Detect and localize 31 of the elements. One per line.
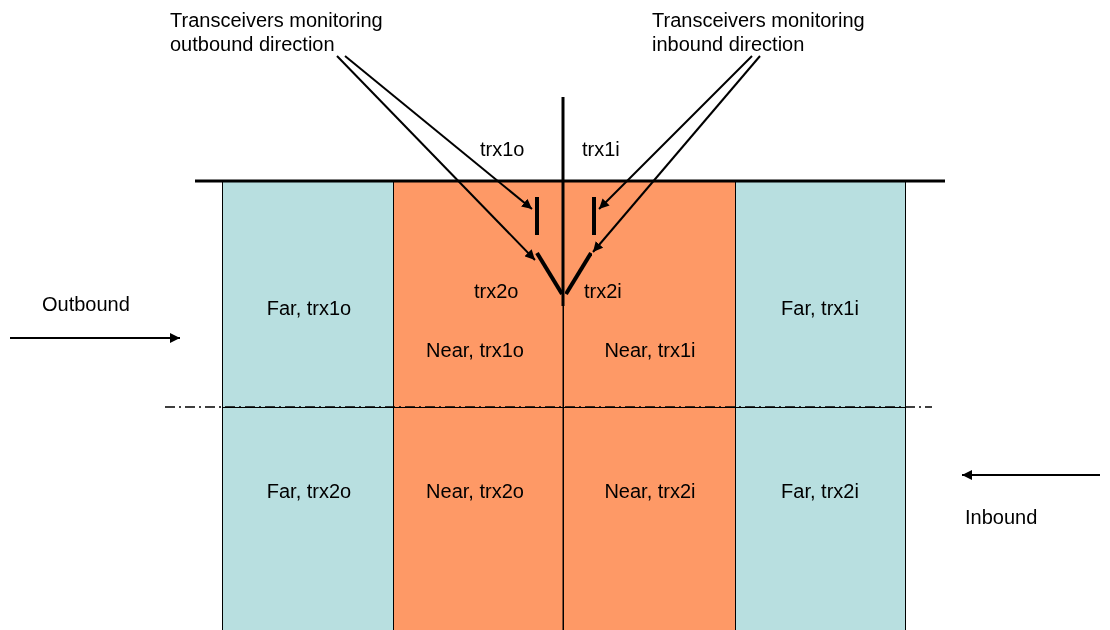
region-panel — [735, 407, 906, 630]
region-label: Far, trx1i — [781, 297, 859, 320]
callout-text: Transceivers monitoring inbound direction — [652, 8, 882, 56]
region-panel — [563, 407, 736, 630]
region-label: Far, trx2o — [266, 480, 352, 503]
leader-arrow — [598, 55, 753, 210]
transceiver-bar — [535, 197, 539, 235]
region-label: Near, trx2o — [426, 480, 524, 503]
transceiver-bar — [592, 197, 596, 235]
region-label: Far, trx2i — [781, 480, 859, 503]
region-panel — [393, 181, 564, 408]
direction-label: Outbound — [42, 293, 130, 316]
region-panel — [563, 181, 736, 408]
transceiver-label: trx2o — [474, 280, 519, 303]
region-label: Near, trx1o — [426, 339, 524, 362]
direction-label: Inbound — [965, 506, 1038, 529]
transceiver-label: trx2i — [584, 280, 622, 303]
leader-arrow — [344, 55, 533, 210]
transceiver-branch — [535, 250, 563, 296]
region-label: Far, trx1o — [266, 297, 352, 320]
region-panel — [735, 181, 906, 408]
region-panel — [393, 407, 564, 630]
region-panel — [222, 181, 394, 408]
region-label: Near, trx2i — [604, 480, 696, 503]
transceiver-label: trx1i — [582, 138, 620, 161]
transceiver-label: trx1o — [480, 138, 525, 161]
leader-arrow — [592, 55, 761, 253]
region-panel — [222, 407, 394, 630]
callout-text: Transceivers monitoring outbound direction — [170, 8, 400, 56]
leader-arrow — [336, 55, 536, 261]
region-label: Near, trx1i — [604, 339, 696, 362]
